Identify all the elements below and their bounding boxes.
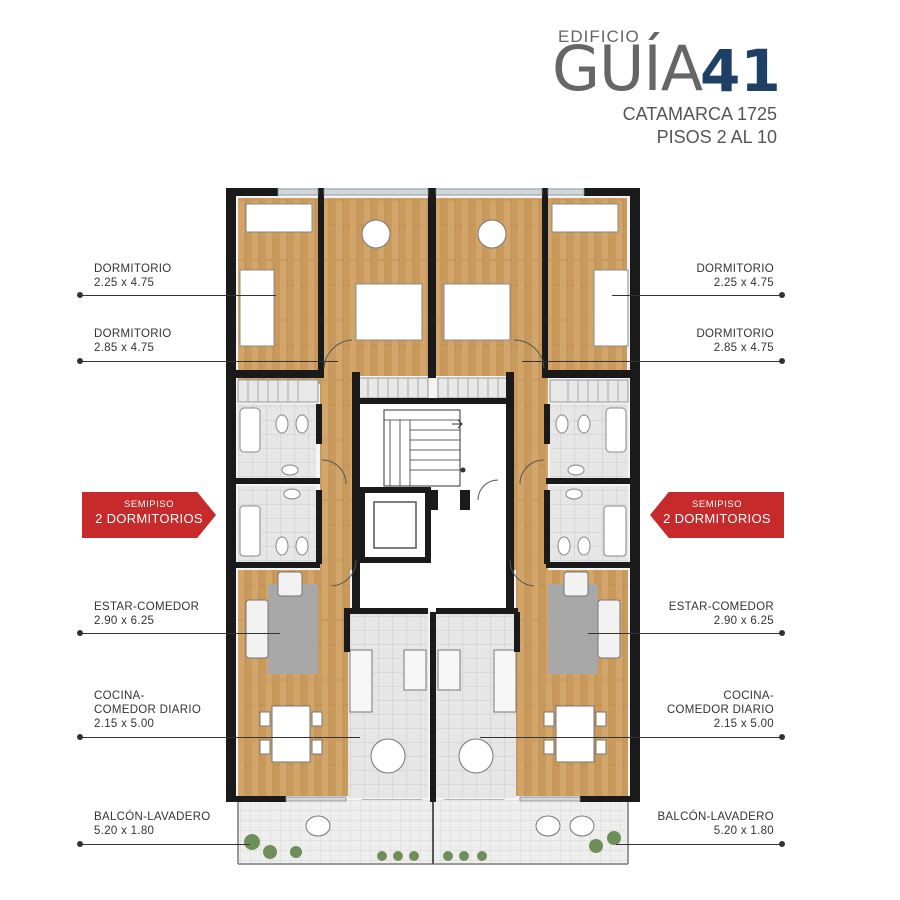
leader-line xyxy=(80,295,276,296)
room-name: DORMITORIO xyxy=(696,263,774,275)
room-name: DORMITORIO xyxy=(696,328,774,340)
badge-line2: 2 DORMITORIOS xyxy=(663,511,771,526)
room-name: DORMITORIO xyxy=(94,263,172,275)
label-left-dormitorio-1: DORMITORIO 2.25 x 4.75 xyxy=(94,262,172,290)
leader-line xyxy=(80,737,360,738)
room-name: BALCÓN-LAVADERO xyxy=(657,811,774,823)
leader-dot xyxy=(779,292,785,298)
badge-line1: SEMIPISO xyxy=(124,499,174,510)
leader-line xyxy=(522,361,782,362)
building-number: 41 xyxy=(700,37,781,105)
label-right-dormitorio-2: DORMITORIO 2.85 x 4.75 xyxy=(696,327,774,355)
room-name-2: COMEDOR DIARIO xyxy=(94,704,202,716)
room-dims: 2.25 x 4.75 xyxy=(94,277,155,289)
room-name: BALCÓN-LAVADERO xyxy=(94,811,211,823)
label-left-estar: ESTAR-COMEDOR 2.90 x 6.25 xyxy=(94,600,199,628)
label-right-dormitorio-1: DORMITORIO 2.25 x 4.75 xyxy=(696,262,774,290)
leader-line xyxy=(80,361,338,362)
rug-left xyxy=(268,584,318,674)
room-dims: 2.15 x 5.00 xyxy=(94,718,155,730)
room-dims: 5.20 x 1.80 xyxy=(713,825,774,837)
label-right-balcon: BALCÓN-LAVADERO 5.20 x 1.80 xyxy=(657,810,774,838)
hall-left xyxy=(320,370,358,570)
leader-dot xyxy=(779,841,785,847)
room-dims: 2.85 x 4.75 xyxy=(94,342,155,354)
leader-dot xyxy=(779,734,785,740)
room-name: DORMITORIO xyxy=(94,328,172,340)
leader-line xyxy=(588,633,782,634)
label-right-cocina: COCINA- COMEDOR DIARIO 2.15 x 5.00 xyxy=(667,689,774,731)
room-name-2: COMEDOR DIARIO xyxy=(666,704,774,716)
floors: PISOS 2 AL 10 xyxy=(656,127,777,147)
leader-line xyxy=(480,737,782,738)
room-name: ESTAR-COMEDOR xyxy=(668,601,774,613)
room-dims: 2.85 x 4.75 xyxy=(713,342,774,354)
room-dims: 2.25 x 4.75 xyxy=(713,277,774,289)
leader-dot xyxy=(779,630,785,636)
leader-dot xyxy=(779,358,785,364)
edificio-label: EDIFICIO xyxy=(558,27,640,46)
label-right-estar: ESTAR-COMEDOR 2.90 x 6.25 xyxy=(669,600,774,628)
semipiso-badge-right: SEMIPISO 2 DORMITORIOS xyxy=(650,492,784,538)
label-left-dormitorio-2: DORMITORIO 2.85 x 4.75 xyxy=(94,327,172,355)
badge-line1: SEMIPISO xyxy=(692,499,742,510)
semipiso-badge-left: SEMIPISO 2 DORMITORIOS xyxy=(82,492,216,538)
leader-line xyxy=(80,844,250,845)
leader-line xyxy=(612,295,782,296)
label-left-balcon: BALCÓN-LAVADERO 5.20 x 1.80 xyxy=(94,810,211,838)
room-dims: 2.15 x 5.00 xyxy=(713,718,774,730)
leader-line xyxy=(80,633,280,634)
room-name: COCINA- xyxy=(723,690,774,702)
leader-line xyxy=(616,844,782,845)
room-dims: 2.90 x 6.25 xyxy=(94,615,155,627)
address: CATAMARCA 1725 xyxy=(622,104,777,124)
room-name: COCINA- xyxy=(94,690,145,702)
room-dims: 2.90 x 6.25 xyxy=(713,615,774,627)
hall-right xyxy=(510,370,548,570)
room-dims: 5.20 x 1.80 xyxy=(94,825,155,837)
badge-line2: 2 DORMITORIOS xyxy=(95,511,203,526)
room-name: ESTAR-COMEDOR xyxy=(94,601,200,613)
rug-right xyxy=(548,584,598,674)
label-left-cocina: COCINA- COMEDOR DIARIO 2.15 x 5.00 xyxy=(94,689,201,731)
guia-title: GUÍA xyxy=(552,32,703,105)
